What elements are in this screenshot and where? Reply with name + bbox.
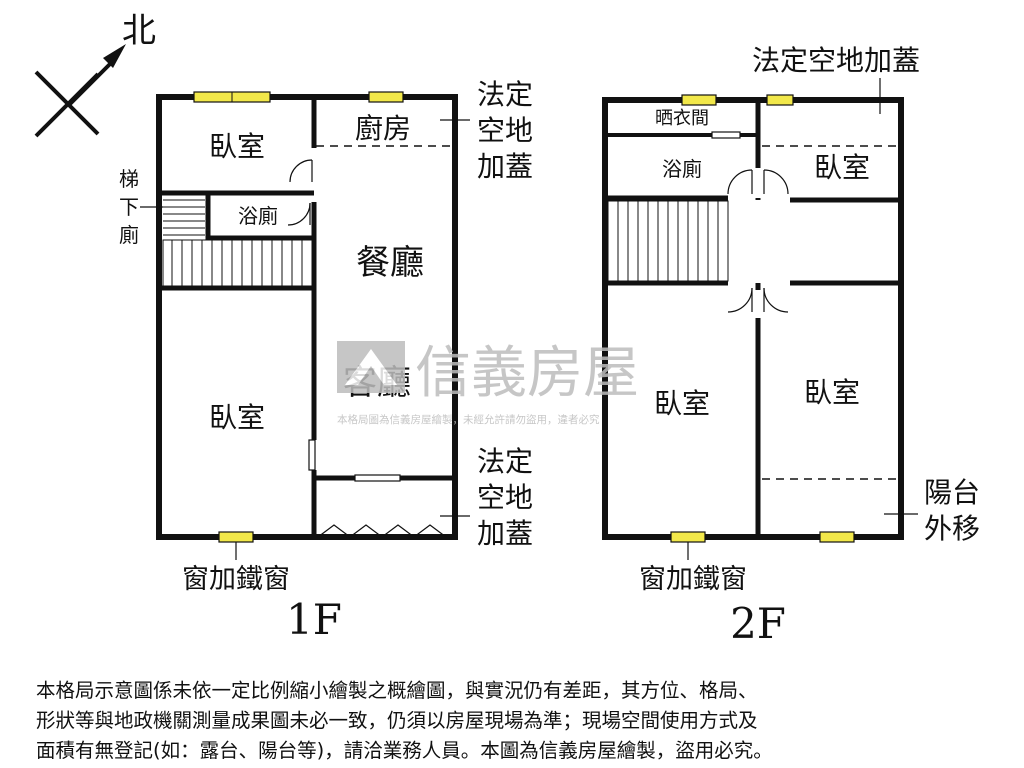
annotation-legal-addition: 法定	[477, 445, 533, 478]
floor2-doors	[711, 131, 789, 313]
window-icon	[766, 94, 794, 106]
floor1-doors	[287, 159, 401, 482]
room-label-bedroom: 臥室	[804, 376, 860, 409]
door-arc	[727, 287, 753, 313]
room-label-laundry: 晒衣間	[655, 108, 709, 129]
annotation-legal-addition: 空地	[477, 481, 533, 514]
compass-north-label: 北	[122, 11, 156, 51]
door-arc	[287, 202, 311, 226]
compass: 北	[34, 11, 156, 138]
folding-door	[317, 524, 447, 538]
annotation-window: 窗加鐵窗	[639, 564, 747, 595]
floor1-plan: 臥室 廚房 浴廁 餐廳 客廳 臥室 梯 下 廁 法定 空地 加蓋 法定 空地 加…	[119, 78, 533, 644]
disclaimer-line: 面積有無登記(如：露台、陽台等)，請洽業務人員。本圖為信義房屋繪製，盜用必究。	[36, 739, 773, 762]
floor1-outer-wall	[156, 94, 458, 540]
sliding-door	[354, 474, 401, 482]
room-label-bedroom: 臥室	[654, 387, 710, 420]
disclaimer-line: 本格局示意圖係未依一定比例縮小繪製之概繪圖，與實況仍有差距，其方位、格局、	[36, 679, 758, 702]
room-label-bedroom: 臥室	[814, 151, 870, 184]
watermark-notice: 本格局圖為信義房屋繪製，未經允許請勿盜用，違者必究	[337, 413, 600, 426]
floor2-outer-wall	[602, 97, 904, 540]
sliding-door	[711, 131, 741, 139]
annotation-stair-toilet: 梯	[119, 167, 139, 191]
annotation-legal-addition: 加蓋	[477, 517, 533, 550]
door-arc	[763, 287, 789, 313]
floor2-plan: 晒衣間 浴廁 臥室 臥室 臥室 法定空地加蓋 陽台 外移 窗加鐵窗 2F	[602, 44, 980, 648]
compass-arrow-shaft	[68, 56, 118, 106]
floor1-stairs	[162, 199, 313, 287]
room-label-bedroom: 臥室	[209, 401, 265, 434]
stair-box	[162, 239, 313, 287]
annotation-balcony: 外移	[924, 512, 980, 545]
sliding-door	[308, 439, 316, 471]
room-label-bedroom: 臥室	[209, 130, 265, 163]
annotation-stair-toilet: 廁	[119, 223, 139, 247]
annotation-legal-addition: 法定	[477, 78, 533, 111]
room-label-kitchen: 廚房	[355, 112, 411, 145]
north-arrow-icon	[103, 44, 126, 68]
room-label-bathroom: 浴廁	[238, 204, 278, 228]
watermark: 信義房屋 本格局圖為信義房屋繪製，未經允許請勿盜用，違者必究	[337, 341, 639, 426]
annotation-window: 窗加鐵窗	[182, 564, 290, 595]
window-icon	[368, 91, 404, 103]
annotation-balcony: 陽台	[924, 476, 980, 509]
room-label-bathroom: 浴廁	[662, 157, 702, 181]
floor-label: 1F	[286, 595, 342, 644]
door-arc	[727, 169, 753, 195]
compass-line-b	[34, 70, 100, 136]
floor-label: 2F	[730, 599, 786, 648]
window-icon	[681, 94, 717, 106]
annotation-legal-addition: 空地	[477, 114, 533, 147]
floor2-stairs	[607, 200, 729, 282]
window-icon	[819, 531, 855, 543]
disclaimer-line: 形狀等與地政機關測量成果圖未必一致，仍須以房屋現場為準；現場空間使用方式及	[36, 709, 758, 732]
window-icon	[218, 531, 254, 543]
door-arc	[763, 169, 789, 195]
floor-plan-diagram: 北	[34, 11, 980, 648]
annotation-stair-toilet: 下	[119, 195, 139, 219]
window-icon	[670, 531, 706, 543]
room-label-dining: 餐廳	[356, 243, 424, 283]
annotation-legal-addition: 加蓋	[477, 150, 533, 183]
watermark-brand: 信義房屋	[415, 341, 639, 406]
disclaimer: 本格局示意圖係未依一定比例縮小繪製之概繪圖，與實況仍有差距，其方位、格局、 形狀…	[36, 676, 1006, 766]
annotation-legal-addition: 法定空地加蓋	[752, 44, 920, 77]
door-arc	[289, 159, 313, 183]
